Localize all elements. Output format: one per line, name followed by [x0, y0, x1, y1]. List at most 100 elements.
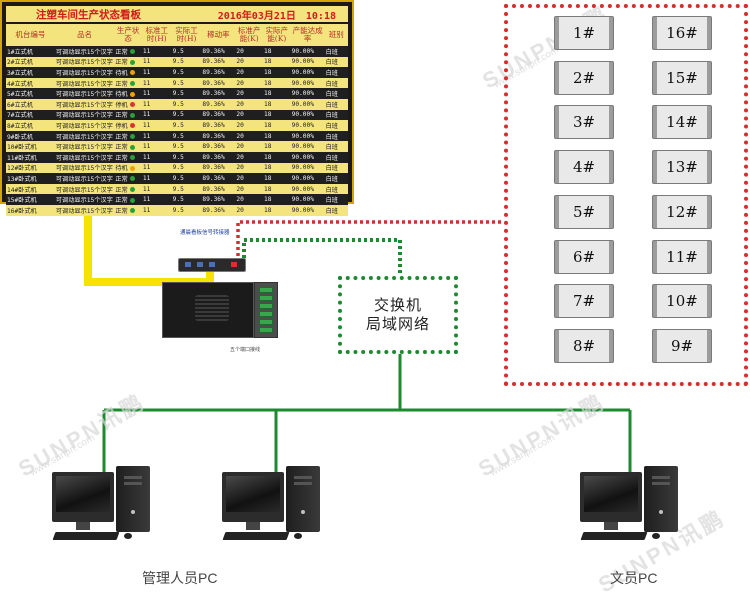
speaker-grille [195, 295, 229, 321]
shift-cell: 白班 [324, 194, 348, 205]
display-number: 7# [572, 292, 596, 311]
util-cell: 89.36% [201, 120, 236, 131]
act-hours-cell: 9.5 [171, 173, 202, 184]
std-hours-cell: 11 [141, 109, 172, 121]
status-indicator-icon [129, 208, 135, 214]
rate-cell: 90.00% [290, 46, 325, 57]
act-cap-cell: 18 [262, 120, 291, 131]
led-display-panel: 16# [652, 16, 712, 50]
std-cap-cell: 20 [235, 151, 263, 163]
act-hours-cell: 9.5 [171, 151, 202, 163]
status-text: 正常 [115, 133, 128, 141]
led-display-panel: 14# [652, 105, 712, 140]
act-hours-cell: 9.5 [171, 162, 202, 174]
act-hours-cell: 9.5 [171, 204, 202, 216]
rate-cell: 90.00% [290, 173, 325, 184]
product-cell: 可调动显示15个汉字 [54, 194, 115, 205]
device-switch-link [242, 238, 402, 276]
status-cell: 正常 [114, 56, 142, 68]
act-cap-cell: 18 [262, 130, 291, 142]
std-hours-cell: 11 [141, 162, 172, 174]
status-text: 待机 [115, 91, 128, 99]
status-cell: 待机 [114, 67, 142, 78]
shift-cell: 白班 [324, 98, 348, 110]
board-column-header: 实际产能(K) [265, 26, 289, 43]
machine-cell: 1#立式机 [6, 46, 55, 57]
util-cell: 89.36% [201, 183, 236, 195]
board-title: 注塑车间生产状态看板 [36, 8, 141, 21]
switch-label: 交换机 [373, 296, 422, 314]
led-display-panel: 7# [554, 284, 614, 319]
util-cell: 89.36% [201, 162, 236, 174]
device-caption: 五个端口接线 [230, 347, 261, 353]
led-display-panel: 2# [554, 60, 614, 95]
act-cap-cell: 18 [262, 183, 291, 195]
product-cell: 可调动显示15个汉字 [54, 77, 115, 89]
act-cap-cell: 18 [262, 109, 291, 121]
std-hours-cell: 11 [141, 88, 172, 99]
status-indicator-icon [129, 176, 135, 182]
status-text: 停机 [115, 122, 128, 130]
machine-cell: 4#立式机 [6, 77, 55, 89]
rate-cell: 90.00% [290, 183, 325, 195]
status-indicator-icon [129, 112, 135, 118]
util-cell: 89.36% [201, 88, 236, 99]
util-cell: 89.36% [201, 204, 236, 216]
std-hours-cell: 11 [141, 173, 172, 184]
display-number: 11# [666, 247, 698, 266]
rate-cell: 90.00% [290, 88, 325, 99]
act-cap-cell: 18 [262, 67, 291, 78]
act-hours-cell: 9.5 [171, 141, 202, 152]
std-hours-cell: 11 [141, 183, 172, 195]
shift-cell: 白班 [324, 130, 348, 142]
rate-cell: 90.00% [290, 204, 325, 216]
display-number: 10# [666, 292, 698, 311]
std-cap-cell: 20 [235, 173, 263, 184]
board-column-header: 班别 [328, 30, 344, 39]
status-text: 正常 [115, 59, 128, 67]
machine-cell: 9#卧式机 [6, 130, 55, 142]
rate-cell: 90.00% [290, 77, 325, 89]
display-number: 15# [666, 68, 698, 87]
rate-cell: 90.00% [290, 56, 325, 68]
rate-cell: 90.00% [290, 151, 325, 163]
status-cell: 正常 [114, 77, 142, 89]
machine-cell: 13#卧式机 [6, 173, 55, 184]
board-column-header: 标准工时(H) [145, 26, 169, 43]
display-number: 14# [666, 113, 698, 132]
util-cell: 89.36% [201, 46, 236, 57]
std-cap-cell: 20 [235, 67, 263, 78]
std-hours-cell: 11 [141, 204, 172, 216]
display-number: 8# [572, 336, 596, 355]
board-column-header: 产能达成率 [292, 26, 323, 43]
util-cell: 89.36% [201, 151, 236, 163]
machine-cell: 8#立式机 [6, 120, 55, 131]
status-text: 停机 [115, 101, 128, 109]
std-cap-cell: 20 [235, 88, 263, 99]
util-cell: 89.36% [201, 77, 236, 89]
act-hours-cell: 9.5 [171, 194, 202, 205]
shift-cell: 白班 [324, 109, 348, 121]
status-text: 正常 [115, 207, 128, 215]
status-cell: 正常 [114, 130, 142, 142]
status-indicator-icon [129, 144, 135, 150]
util-cell: 89.36% [201, 67, 236, 78]
display-number: 6# [572, 247, 596, 266]
status-cell: 正常 [114, 194, 142, 205]
signal-converter-top [178, 258, 246, 272]
status-text: 正常 [115, 144, 128, 152]
std-cap-cell: 20 [235, 141, 263, 152]
status-indicator-icon [129, 187, 135, 193]
act-hours-cell: 9.5 [171, 109, 202, 121]
product-cell: 可调动显示15个汉字 [54, 162, 115, 174]
machine-cell: 10#卧式机 [6, 141, 55, 152]
